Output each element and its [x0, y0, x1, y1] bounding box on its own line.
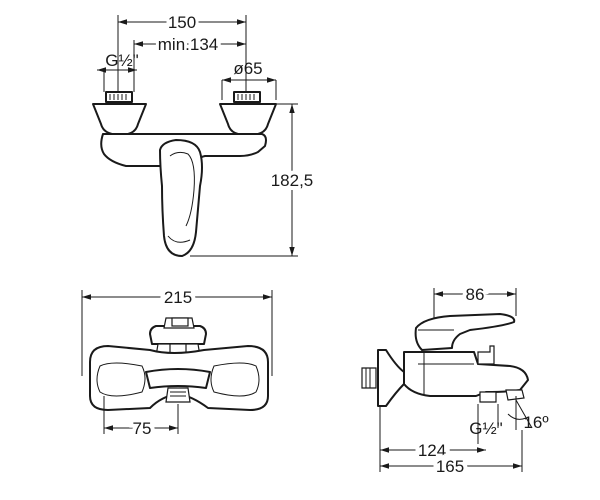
side-angle-dim: 16º	[507, 396, 549, 432]
dim-182-5: 182,5	[190, 103, 317, 257]
top-view: 150 min.134 G½" ø65	[92, 10, 317, 257]
top-thread-dim: G½"	[97, 51, 139, 92]
side-view: 86 G½" 16º	[361, 281, 549, 480]
front-width-label: 215	[164, 288, 192, 307]
side-thread-dim: G½"	[469, 404, 503, 444]
top-thread-label: G½"	[105, 51, 138, 70]
dim-165: 165	[380, 430, 523, 480]
dim-75: 75	[103, 396, 179, 442]
top-min-label: min.134	[158, 35, 218, 54]
top-diameter-label: ø65	[233, 59, 262, 78]
top-width-label: 150	[168, 13, 196, 32]
dim-215: 215	[81, 284, 273, 376]
dim-124: 124	[379, 406, 486, 472]
front-outlet-label: 75	[133, 419, 152, 438]
side-thread-label: G½"	[469, 419, 502, 438]
side-outlet-depth-label: 124	[418, 441, 446, 460]
top-diameter-dim: ø65	[221, 59, 277, 100]
side-handle-label: 86	[466, 285, 485, 304]
side-angle-label: 16º	[523, 413, 548, 432]
dim-min134: min.134	[134, 32, 246, 57]
top-height-label: 182,5	[271, 171, 314, 190]
front-view: 215 75	[81, 284, 273, 442]
dim-150: 150	[118, 10, 246, 35]
side-depth-label: 165	[436, 457, 464, 476]
